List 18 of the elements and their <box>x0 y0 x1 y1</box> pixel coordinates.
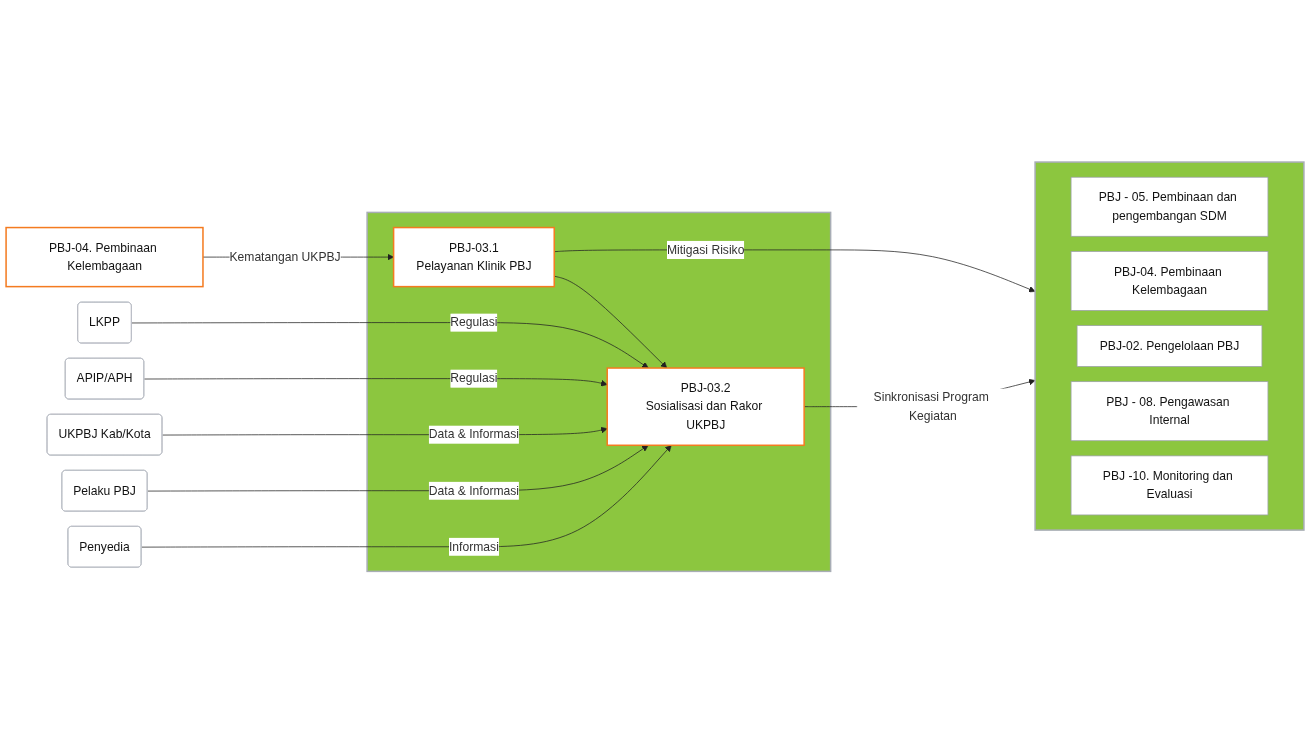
edge-label: Informasi <box>449 539 499 553</box>
edge-label: Regulasi <box>450 315 498 329</box>
node-box: PBJ-04. Pembinaan Kelembagaan <box>5 226 204 288</box>
edge-label: Sinkronisasi Program Kegiatan <box>873 390 989 422</box>
cluster <box>366 211 832 572</box>
node-box: PBJ - 05. Pembinaan dan pengembangan SDM <box>1070 176 1269 237</box>
cluster <box>1034 161 1305 531</box>
node-box: PBJ-03.2 Sosialisasi dan Rakor UKPBJ <box>606 367 805 446</box>
edge-label: Data & Informasi <box>428 483 520 497</box>
node-box: PBJ-04. Pembinaan Kelembagaan <box>1070 250 1269 311</box>
node-box: PBJ -10. Monitoring dan Evaluasi <box>1070 455 1269 516</box>
edge-label: Regulasi <box>450 371 498 385</box>
node-box: PBJ-02. Pengelolaan PBJ <box>1076 325 1263 367</box>
edge-label: Data & Informasi <box>428 427 520 441</box>
node-box: PBJ-03.1 Pelayanan Klinik PBJ <box>392 226 555 288</box>
edge-label: Mitigasi Risiko <box>666 242 745 256</box>
node-box: PBJ - 08. Pengawasan Internal <box>1070 381 1269 441</box>
edge-label: Kematangan UKPBJ <box>229 250 341 263</box>
